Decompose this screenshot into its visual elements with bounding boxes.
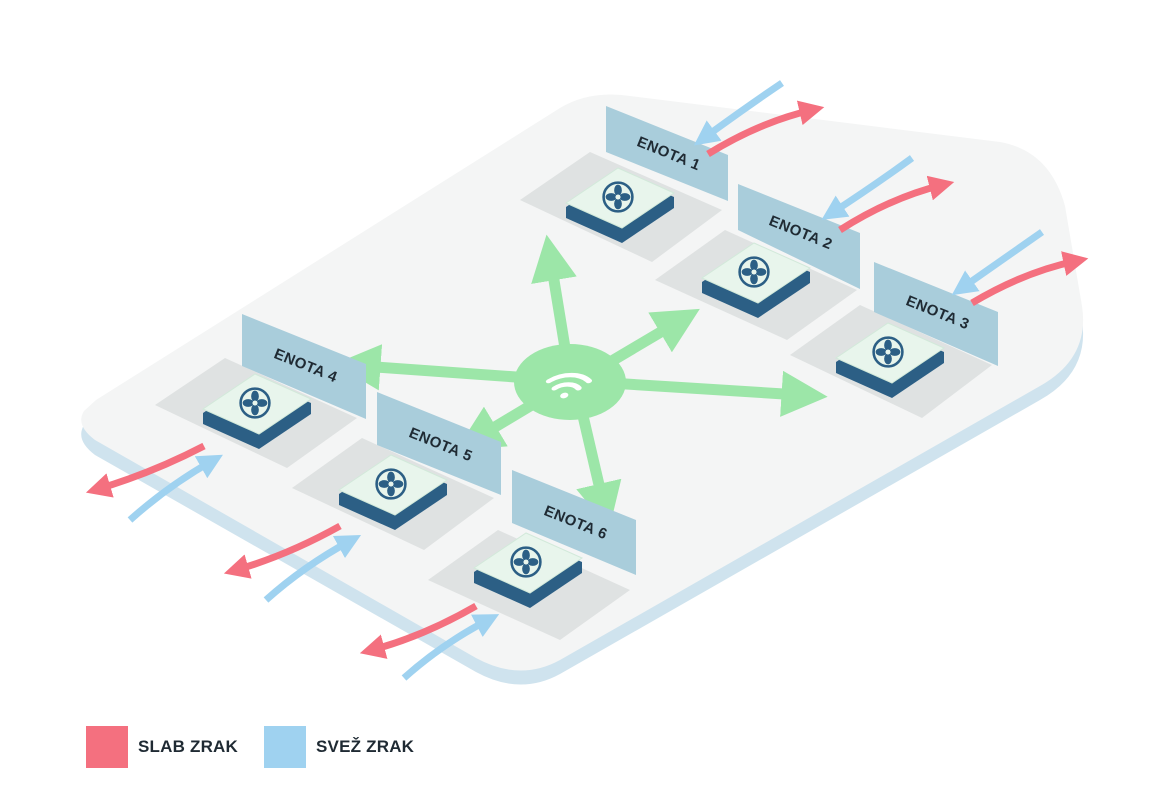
stale-air-arrow-unit-5 [223, 522, 342, 579]
fresh-air-arrow-unit-2 [821, 155, 915, 220]
fresh-air-arrow-unit-4 [127, 454, 223, 523]
signal-arrows [334, 234, 828, 530]
fresh-air-arrow-unit-1 [693, 80, 784, 146]
unit-6-panel: ENOTA 6 [512, 470, 636, 575]
fan-icon [375, 468, 407, 500]
fan-unit-3 [834, 322, 946, 398]
fresh-air-label: SVEŽ ZRAK [316, 737, 415, 756]
signal-arrow-unit-3 [609, 370, 828, 417]
legend: SLAB ZRAK SVEŽ ZRAK [86, 726, 440, 768]
fan-icon [239, 387, 271, 419]
signal-arrow-unit-1 [531, 234, 577, 361]
fan-units [201, 167, 946, 608]
unit-3-panel: ENOTA 3 [874, 262, 998, 366]
legend-item-stale-air: SLAB ZRAK [86, 726, 238, 768]
fan-unit-2 [700, 242, 812, 318]
wifi-hub [514, 344, 626, 420]
fresh-air-arrow-unit-3 [951, 229, 1045, 296]
stale-air-label: SLAB ZRAK [138, 737, 239, 756]
airflow-arrows-left [85, 442, 500, 681]
fresh-air-arrow-unit-5 [263, 534, 362, 603]
signal-arrow-unit-4 [334, 344, 531, 391]
wifi-icon [545, 372, 593, 399]
stale-air-arrow-unit-1 [706, 100, 825, 157]
fresh-air-swatch [264, 726, 307, 768]
signal-arrow-unit-6 [574, 401, 622, 530]
airflow-arrows-right [693, 80, 1089, 307]
fan-unit-1 [564, 167, 676, 243]
fan-icon [737, 256, 771, 288]
stale-air-arrow-unit-6 [359, 602, 478, 659]
fan-icon [510, 546, 543, 578]
stale-air-arrow-unit-2 [838, 175, 955, 233]
unit-4-panel: ENOTA 4 [242, 314, 366, 419]
fan-unit-5 [337, 454, 449, 530]
legend-item-fresh-air: SVEŽ ZRAK [264, 726, 414, 768]
stale-air-arrow-unit-4 [85, 442, 206, 498]
stale-air-arrow-unit-3 [970, 251, 1089, 307]
fan-unit-4 [201, 373, 313, 449]
fan-icon [601, 181, 635, 213]
fresh-air-arrow-unit-6 [401, 614, 500, 681]
fan-icon [871, 336, 905, 368]
stale-air-swatch [86, 726, 128, 768]
unit-5-panel: ENOTA 5 [377, 392, 501, 495]
fan-unit-6 [472, 532, 584, 608]
